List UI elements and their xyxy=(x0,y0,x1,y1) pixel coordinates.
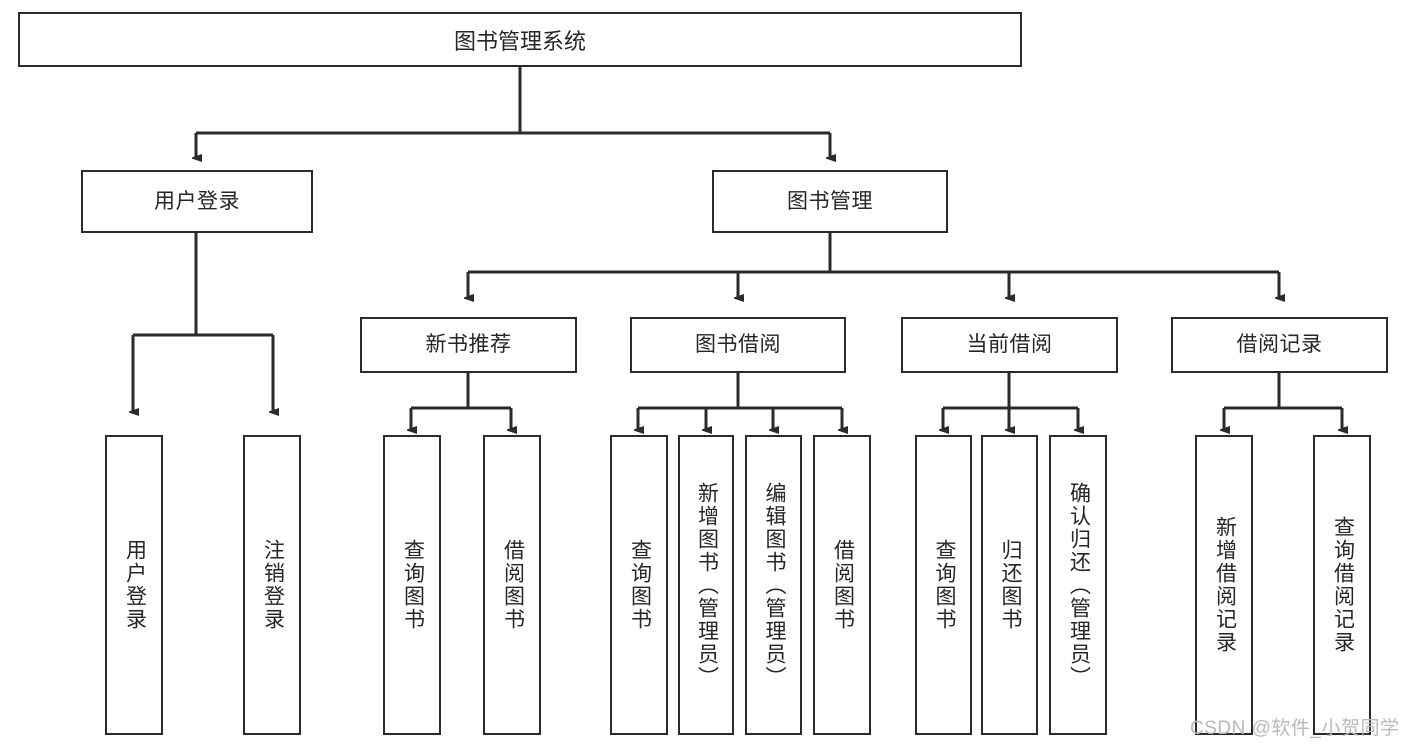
node-label: 借阅记录 xyxy=(1236,333,1323,357)
node-label: 用户登录 xyxy=(123,539,147,631)
leaf-new-book-borrow-book[interactable]: 借阅图书 xyxy=(483,435,541,735)
node-new-book-recommend[interactable]: 新书推荐 xyxy=(360,317,577,373)
node-label: 查询借阅记录 xyxy=(1331,516,1355,654)
node-label: 查询图书 xyxy=(628,539,652,631)
node-book-borrow[interactable]: 图书借阅 xyxy=(630,317,846,373)
node-label: 新增图书（管理员） xyxy=(695,481,719,689)
leaf-current-borrow-query-book[interactable]: 查询图书 xyxy=(915,435,972,735)
leaf-user-login-logout[interactable]: 注销登录 xyxy=(243,435,301,735)
node-label: 用户登录 xyxy=(154,189,240,213)
leaf-book-borrow-borrow-book[interactable]: 借阅图书 xyxy=(813,435,871,735)
leaf-new-book-query-book[interactable]: 查询图书 xyxy=(383,435,441,735)
node-label: 查询图书 xyxy=(401,539,425,631)
leaf-user-login-login[interactable]: 用户登录 xyxy=(105,435,163,735)
node-label: 图书管理系统 xyxy=(453,28,586,54)
node-label: 借阅图书 xyxy=(831,539,855,631)
leaf-borrow-record-query-record[interactable]: 查询借阅记录 xyxy=(1313,435,1371,735)
node-label: 借阅图书 xyxy=(501,539,525,631)
node-label: 图书管理 xyxy=(787,189,873,213)
leaf-book-borrow-add-book-admin[interactable]: 新增图书（管理员） xyxy=(678,435,734,735)
leaf-current-borrow-confirm-return-admin[interactable]: 确认归还（管理员） xyxy=(1049,435,1107,735)
node-root-book-management-system[interactable]: 图书管理系统 xyxy=(18,12,1022,67)
node-label: 查询图书 xyxy=(932,539,956,631)
node-label: 确认归还（管理员） xyxy=(1067,481,1091,689)
node-label: 当前借阅 xyxy=(966,333,1053,357)
node-label: 归还图书 xyxy=(998,539,1022,631)
leaf-book-borrow-query-book[interactable]: 查询图书 xyxy=(610,435,668,735)
node-label: 图书借阅 xyxy=(695,333,781,357)
node-label: 注销登录 xyxy=(261,539,285,631)
node-borrow-record[interactable]: 借阅记录 xyxy=(1171,317,1388,373)
node-current-borrow[interactable]: 当前借阅 xyxy=(901,317,1118,373)
node-label: 新增借阅记录 xyxy=(1213,516,1237,654)
leaf-borrow-record-add-record[interactable]: 新增借阅记录 xyxy=(1195,435,1253,735)
node-label: 编辑图书（管理员） xyxy=(762,481,786,689)
node-book-management[interactable]: 图书管理 xyxy=(712,170,948,233)
leaf-current-borrow-return-book[interactable]: 归还图书 xyxy=(981,435,1038,735)
node-user-login[interactable]: 用户登录 xyxy=(81,170,313,233)
leaf-book-borrow-edit-book-admin[interactable]: 编辑图书（管理员） xyxy=(745,435,802,735)
node-label: 新书推荐 xyxy=(425,333,512,357)
